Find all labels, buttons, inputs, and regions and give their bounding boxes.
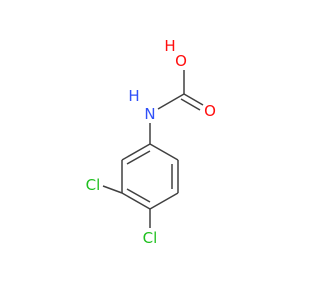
atom-labels: H O O H N Cl Cl [86, 37, 216, 247]
atom-label-cl-para: Cl [143, 229, 158, 247]
bond-c-o-double-1 [183, 93, 204, 106]
ring-bond-6-inner [126, 150, 151, 165]
bonds [102, 70, 204, 228]
atom-label-o-hydroxyl: O [175, 52, 187, 70]
ring-bond-4-inner [126, 188, 151, 203]
atom-label-o-carbonyl: O [204, 102, 216, 120]
atom-label-h-hydroxyl: H [164, 37, 175, 55]
bond-c-cl-1 [102, 185, 123, 194]
molecule-structure: H O O H N Cl Cl [86, 37, 216, 247]
ring-bond-6 [121, 143, 151, 161]
ring-bond-1 [149, 143, 179, 161]
atom-label-h-amine: H [128, 87, 139, 105]
atom-label-cl-meta: Cl [86, 176, 101, 194]
bond-c-n [157, 93, 185, 110]
ring-bond-4 [121, 192, 151, 210]
bond-c-o-double-2 [180, 98, 201, 111]
atom-label-n: N [144, 105, 155, 123]
ring-bond-3 [149, 192, 179, 210]
